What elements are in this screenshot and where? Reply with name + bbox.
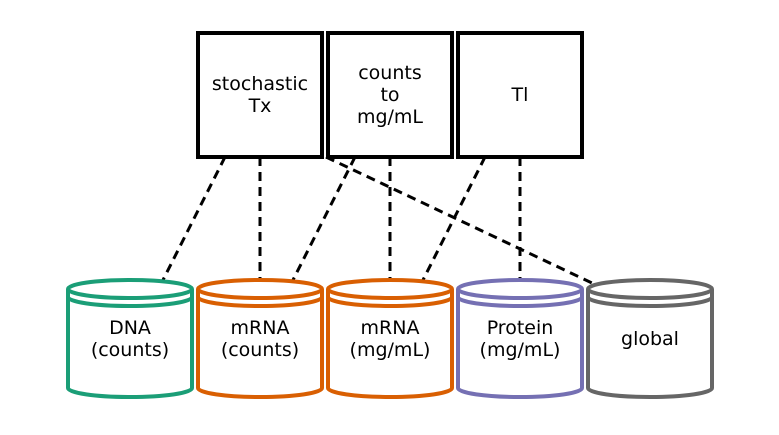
store-mrna-counts: mRNA(counts) xyxy=(196,278,324,399)
store-body xyxy=(196,289,324,399)
store-label: DNA xyxy=(109,317,151,339)
store-protein-mgml: Protein(mg/mL) xyxy=(456,278,584,399)
store-body xyxy=(66,289,194,399)
store-body xyxy=(456,289,584,399)
link-counts-to-mgml-global xyxy=(325,155,593,285)
store-top xyxy=(326,278,454,300)
process-label: counts xyxy=(358,62,422,84)
store-mrna-mgml: mRNA(mg/mL) xyxy=(326,278,454,399)
process-label: to xyxy=(380,84,399,106)
process-box xyxy=(456,31,584,159)
process-box xyxy=(326,31,454,159)
store-body xyxy=(586,289,714,399)
process-label: Tl xyxy=(511,84,529,106)
store-label: mRNA xyxy=(361,317,420,339)
store-rim xyxy=(586,296,714,308)
store-top xyxy=(66,278,194,300)
process-box xyxy=(196,31,324,159)
process-label: stochastic xyxy=(212,73,308,95)
store-label: global xyxy=(621,328,679,350)
store-top xyxy=(196,278,324,300)
store-label: (counts) xyxy=(221,339,299,361)
process-label: Tx xyxy=(248,95,272,117)
store-layer: DNA(counts)mRNA(counts)mRNA(mg/mL)Protei… xyxy=(66,278,714,399)
store-label: (mg/mL) xyxy=(350,339,431,361)
link-stochastic-tx-dna-counts xyxy=(160,156,227,283)
store-label: (counts) xyxy=(91,339,169,361)
store-rim xyxy=(326,296,454,308)
store-label: Protein xyxy=(487,317,554,339)
store-body xyxy=(326,289,454,399)
store-dna-counts: DNA(counts) xyxy=(66,278,194,399)
process-tl: Tl xyxy=(456,31,584,159)
store-label: (mg/mL) xyxy=(480,339,561,361)
process-label: mg/mL xyxy=(357,106,423,128)
store-label: mRNA xyxy=(231,317,290,339)
link-tl-mrna-mgml xyxy=(420,156,487,283)
store-top xyxy=(456,278,584,300)
store-global: global xyxy=(586,278,714,399)
store-rim xyxy=(456,296,584,308)
store-rim xyxy=(196,296,324,308)
store-rim xyxy=(66,296,194,308)
link-counts-to-mgml-mrna-counts xyxy=(290,156,357,283)
links-layer xyxy=(160,155,593,285)
store-top xyxy=(586,278,714,300)
